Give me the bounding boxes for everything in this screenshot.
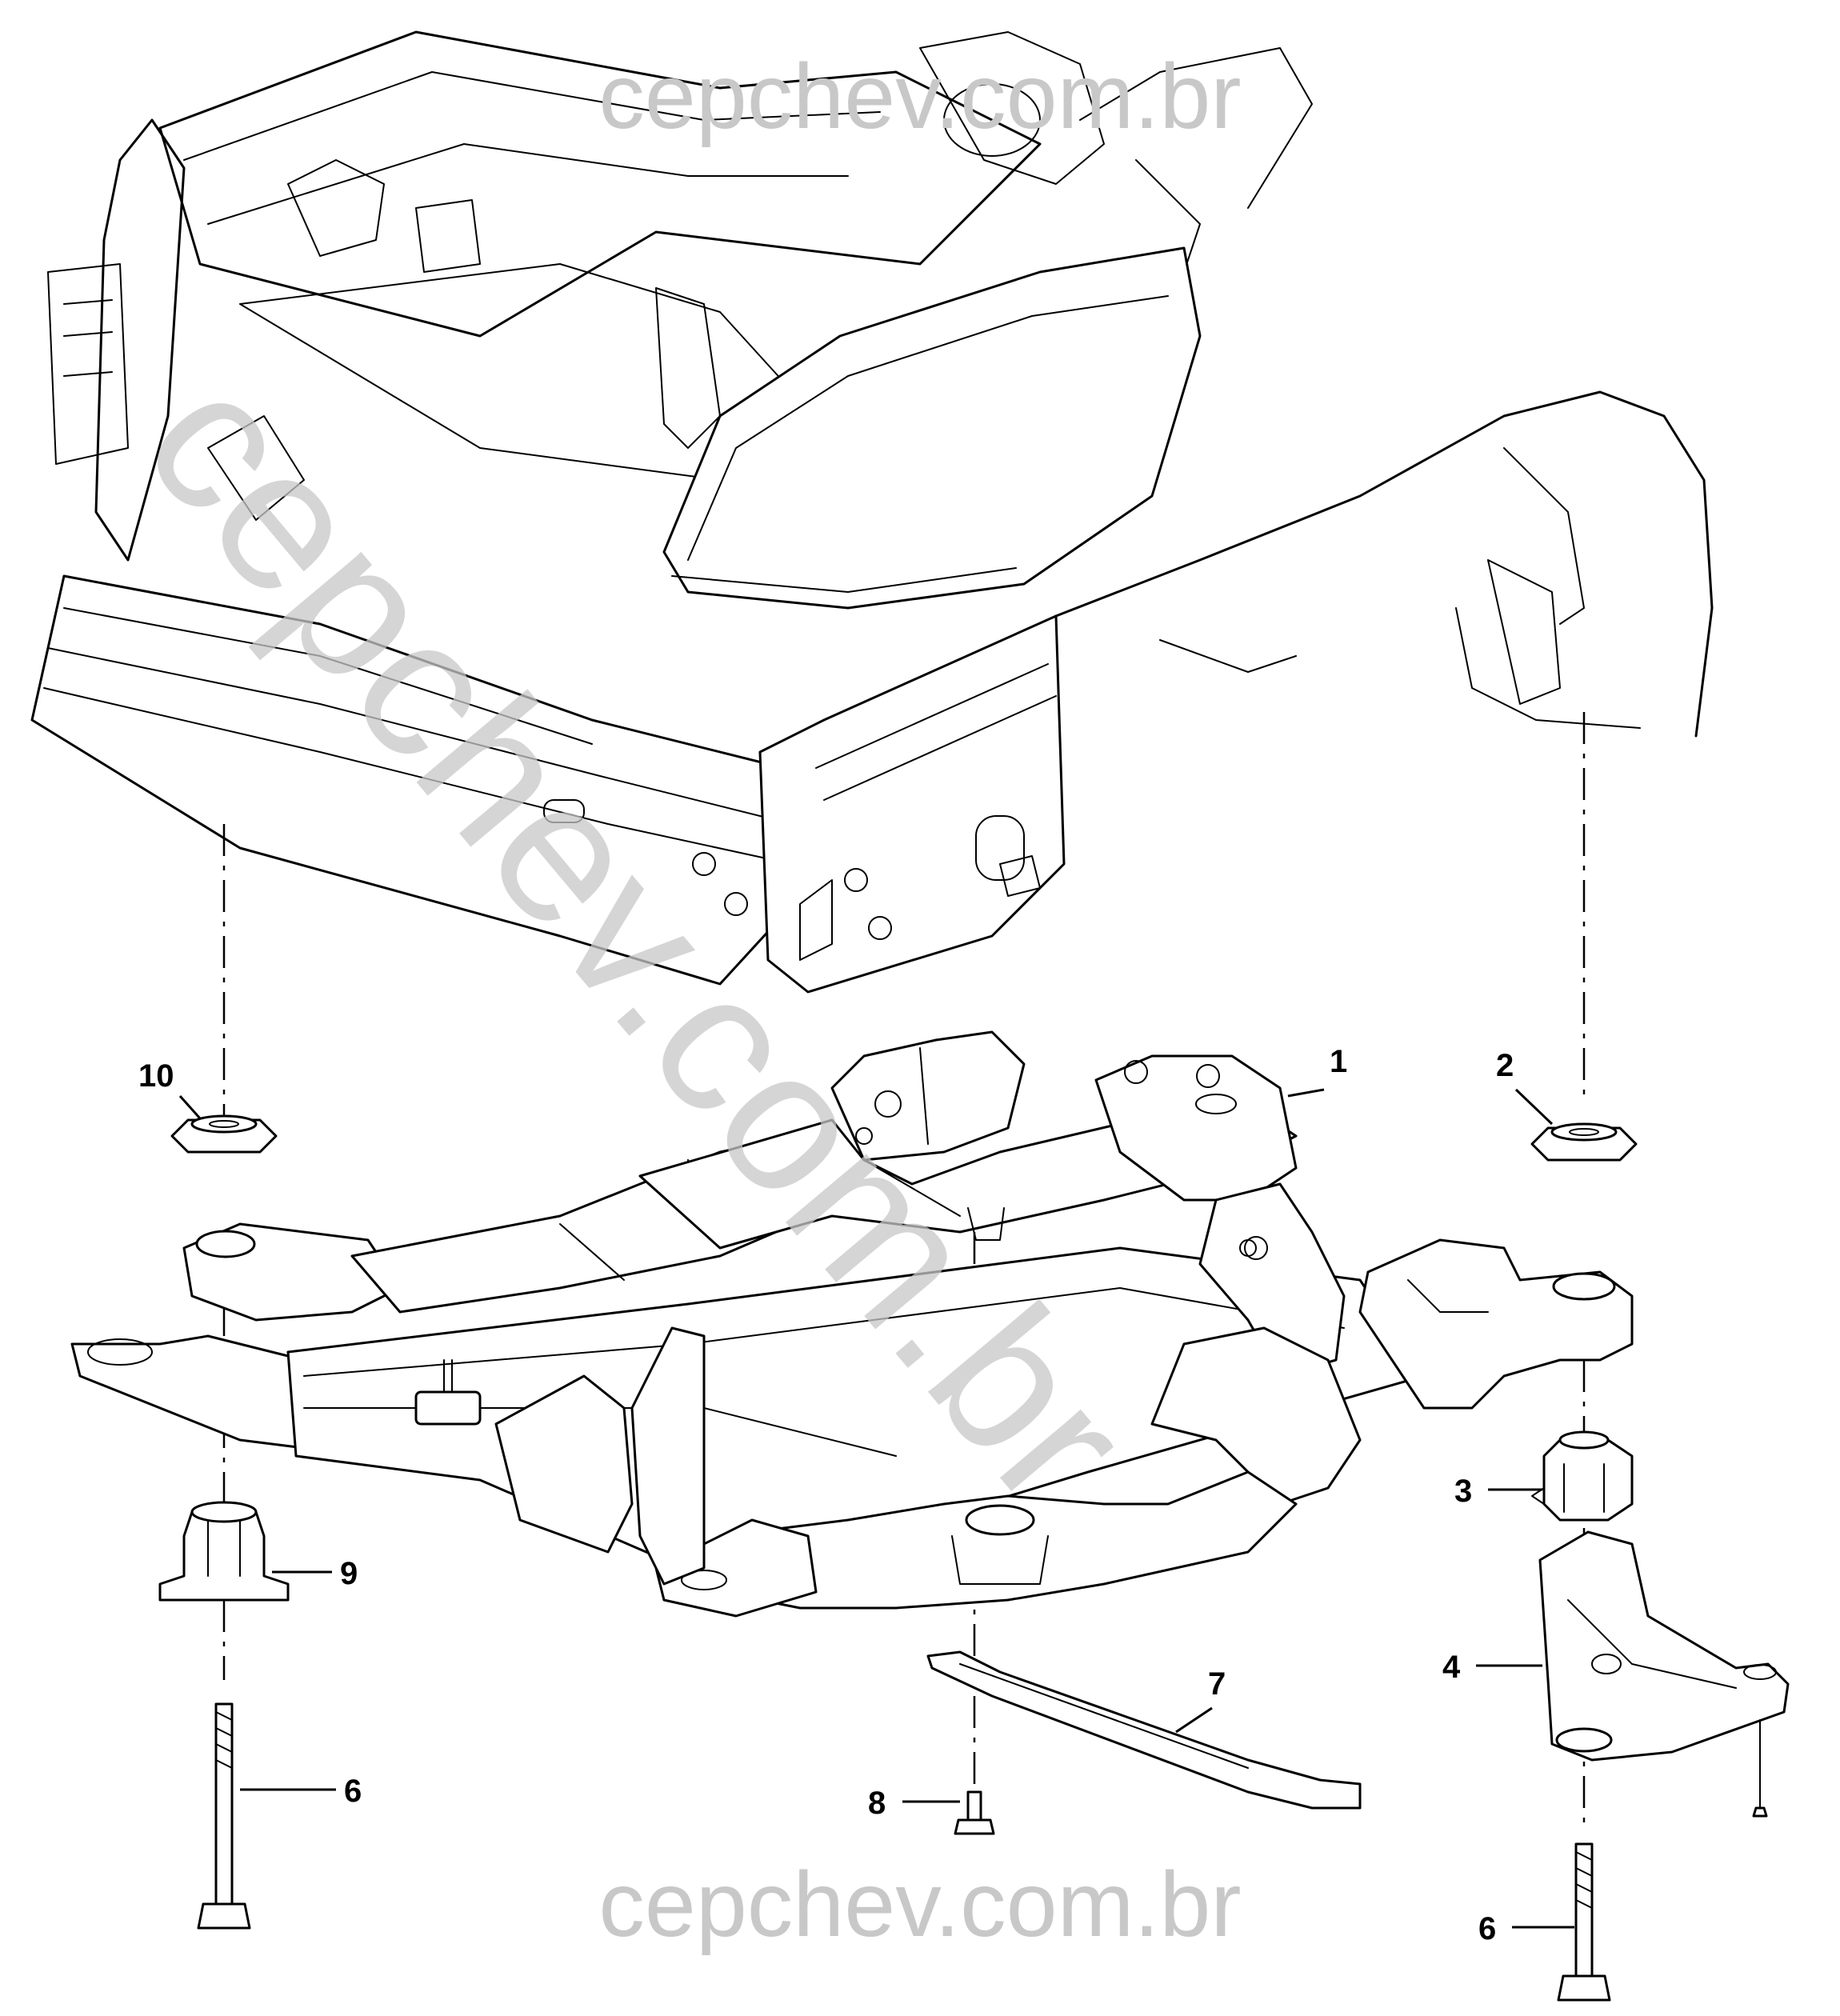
watermark-top: cepchev.com.br: [598, 46, 1241, 148]
part-2-upper-insulator: [1530, 1122, 1638, 1162]
callout-3: 3: [1454, 1474, 1472, 1509]
watermark-bottom: cepchev.com.br: [598, 1854, 1241, 1956]
front-frame-cradle: [70, 1030, 1634, 1618]
part-7-brace-strap: [926, 1650, 1362, 1810]
part-6-long-bolt-right: [1557, 1842, 1611, 2002]
callout-labels: 1 2 10 3 4 7 8 9 6 6: [138, 1044, 1514, 1946]
callout-9: 9: [340, 1556, 358, 1591]
callout-8: 8: [868, 1786, 886, 1821]
part-3-bushing: [1531, 1430, 1634, 1522]
part-8-small-bolt: [954, 1790, 995, 1835]
callout-7: 7: [1208, 1666, 1226, 1702]
leader-lines: [178, 1088, 1574, 1929]
part-4-mounting-bracket: [1538, 1530, 1790, 1818]
callout-1: 1: [1330, 1044, 1347, 1079]
callout-4: 4: [1442, 1650, 1461, 1685]
callout-6-left: 6: [344, 1774, 362, 1809]
part-10-upper-insulator: [170, 1114, 278, 1154]
callout-10: 10: [138, 1058, 174, 1094]
vehicle-front-body-structure: [30, 30, 1714, 994]
part-9-lower-bushing: [158, 1501, 290, 1602]
callout-2: 2: [1496, 1048, 1514, 1083]
part-6-long-bolt-left: [197, 1702, 251, 1930]
callout-6-right: 6: [1478, 1911, 1496, 1946]
